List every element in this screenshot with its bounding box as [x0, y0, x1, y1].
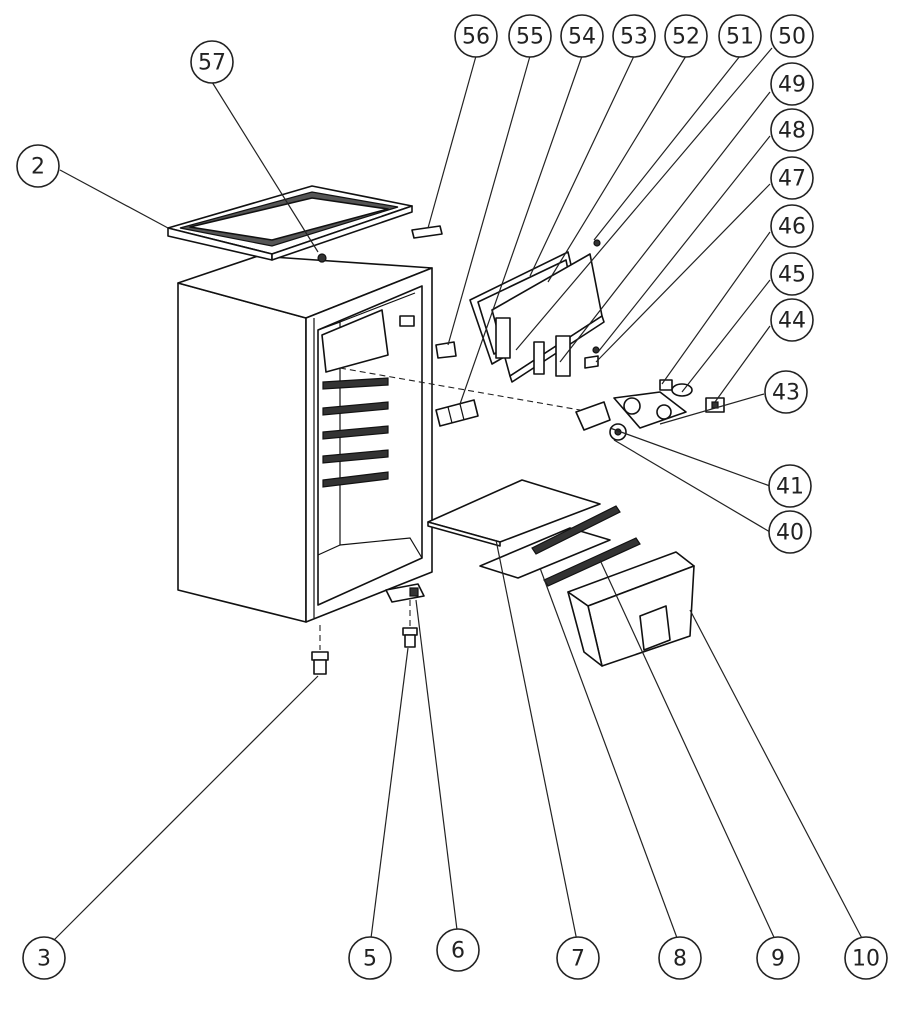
callout-41: 41 — [768, 464, 812, 508]
callout-number-8: 8 — [673, 947, 687, 972]
callout-circle-49 — [770, 62, 814, 106]
shelf-7 — [427, 479, 601, 547]
callout-40: 40 — [768, 510, 812, 554]
cabinet-body — [177, 255, 433, 623]
callout-45: 45 — [770, 252, 814, 296]
leader-lines — [43, 47, 867, 951]
callout-number-57: 57 — [198, 51, 226, 76]
callout-10: 10 — [844, 936, 888, 980]
callout-52: 52 — [664, 14, 708, 58]
callout-circle-47 — [770, 156, 814, 200]
callout-number-48: 48 — [778, 119, 806, 144]
screw-57 — [317, 253, 327, 263]
callout-circle-44 — [770, 298, 814, 342]
callout-number-6: 6 — [451, 939, 465, 964]
callout-number-47: 47 — [778, 167, 806, 192]
callout-circle-3 — [22, 936, 66, 980]
callout-circle-57 — [190, 40, 234, 84]
callout-number-52: 52 — [672, 25, 700, 50]
callout-9: 9 — [756, 936, 800, 980]
callout-number-53: 53 — [620, 25, 648, 50]
callout-circle-40 — [768, 510, 812, 554]
top-cover — [167, 185, 413, 261]
latch-56 — [411, 225, 443, 239]
callout-50: 50 — [770, 14, 814, 58]
callout-number-46: 46 — [778, 215, 806, 240]
callout-circle-54 — [560, 14, 604, 58]
callout-circle-9 — [756, 936, 800, 980]
callout-circle-51 — [718, 14, 762, 58]
callout-number-10: 10 — [852, 947, 880, 972]
callout-circle-48 — [770, 108, 814, 152]
callout-56: 56 — [454, 14, 498, 58]
callout-circle-52 — [664, 14, 708, 58]
hinge-47 — [584, 355, 599, 369]
crisper-drawer-10 — [567, 551, 695, 667]
callout-number-49: 49 — [778, 73, 806, 98]
callout-circle-46 — [770, 204, 814, 248]
callout-circle-5 — [348, 936, 392, 980]
callout-number-43: 43 — [772, 381, 800, 406]
callout-number-55: 55 — [516, 25, 544, 50]
callout-number-45: 45 — [778, 263, 806, 288]
callout-44: 44 — [770, 298, 814, 342]
callout-47: 47 — [770, 156, 814, 200]
callout-53: 53 — [612, 14, 656, 58]
strips-9 — [531, 505, 641, 587]
glass-8 — [479, 527, 611, 579]
callout-circle-2 — [16, 144, 60, 188]
foot-5 — [402, 600, 418, 648]
screw-48 — [592, 346, 600, 354]
callout-46: 46 — [770, 204, 814, 248]
callout-circle-43 — [764, 370, 808, 414]
callout-circle-7 — [556, 936, 600, 980]
callout-circle-55 — [508, 14, 552, 58]
cabinet-shelves — [322, 377, 389, 488]
foot-3 — [311, 625, 329, 675]
callout-number-54: 54 — [568, 25, 596, 50]
callout-circle-8 — [658, 936, 702, 980]
callout-6: 6 — [436, 928, 480, 972]
callout-number-2: 2 — [31, 155, 45, 180]
callout-circle-50 — [770, 14, 814, 58]
callout-circle-6 — [436, 928, 480, 972]
callout-circle-45 — [770, 252, 814, 296]
callout-3: 3 — [22, 936, 66, 980]
ice-tray-54 — [435, 399, 479, 427]
thermostat-assembly — [339, 367, 725, 441]
bracket-55 — [435, 341, 457, 359]
callout-circle-53 — [612, 14, 656, 58]
callout-49: 49 — [770, 62, 814, 106]
callout-circle-10 — [844, 936, 888, 980]
callout-number-44: 44 — [778, 309, 806, 334]
callout-7: 7 — [556, 936, 600, 980]
callout-2: 2 — [16, 144, 60, 188]
callout-number-9: 9 — [771, 947, 785, 972]
hinge-6 — [385, 583, 425, 603]
callout-54: 54 — [560, 14, 604, 58]
callout-43: 43 — [764, 370, 808, 414]
callout-number-3: 3 — [37, 947, 51, 972]
callout-55: 55 — [508, 14, 552, 58]
callout-8: 8 — [658, 936, 702, 980]
callout-number-40: 40 — [776, 521, 804, 546]
callout-number-41: 41 — [776, 475, 804, 500]
callout-57: 57 — [190, 40, 234, 84]
callout-number-5: 5 — [363, 947, 377, 972]
callout-number-50: 50 — [778, 25, 806, 50]
callout-circle-41 — [768, 464, 812, 508]
callout-51: 51 — [718, 14, 762, 58]
callout-circle-56 — [454, 14, 498, 58]
callout-number-56: 56 — [462, 25, 490, 50]
callout-number-7: 7 — [571, 947, 585, 972]
callout-5: 5 — [348, 936, 392, 980]
screw-50 — [593, 239, 601, 247]
callout-48: 48 — [770, 108, 814, 152]
callout-number-51: 51 — [726, 25, 754, 50]
